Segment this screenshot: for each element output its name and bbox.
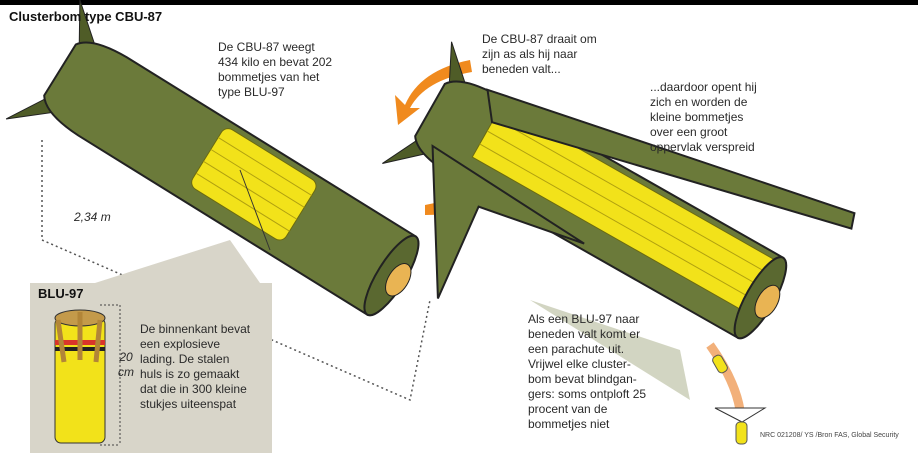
open-shell-lower	[431, 144, 585, 299]
text-line: een parachute uit.	[528, 342, 625, 356]
text-line: over een groot	[650, 125, 728, 139]
text-line: ...daardoor opent hij	[650, 80, 757, 94]
text-line: zijn as als hij naar	[482, 47, 578, 61]
source-credit: NRC 021208/ YS /Bron FAS, Global Securit…	[760, 432, 899, 439]
text-line: lading. De stalen	[140, 352, 230, 366]
text-line: bom bevat blindgan-	[528, 372, 637, 386]
text-line: procent van de	[528, 402, 608, 416]
text-line: oppervlak verspreid	[650, 140, 755, 154]
height-label: 20 cm	[118, 350, 134, 380]
text-line: type BLU-97	[218, 85, 285, 99]
length-label: 2,34 m	[74, 210, 111, 224]
height-value: 20	[119, 350, 133, 364]
text-line: Als een BLU-97 naar	[528, 312, 640, 326]
blu97-small	[735, 421, 748, 445]
text-line: dat die in 300 kleine	[140, 382, 247, 396]
text-line: huls is zo gemaakt	[140, 367, 240, 381]
open-annotation: ...daardoor opent hij zich en worden de …	[650, 80, 757, 155]
text-line: Vrijwel elke cluster-	[528, 357, 631, 371]
text-line: bommetjes van het	[218, 70, 320, 84]
height-unit: cm	[118, 365, 134, 379]
text-line: stukjes uiteenspat	[140, 397, 237, 411]
text-line: De binnenkant bevat	[140, 322, 251, 336]
text-line: zich en worden de	[650, 95, 748, 109]
text-line: bommetjes niet	[528, 417, 610, 431]
left-annotation: De CBU-87 weegt 434 kilo en bevat 202 bo…	[218, 40, 332, 100]
blu97-description: De binnenkant bevat een explosieve ladin…	[140, 322, 250, 412]
top-bar	[0, 0, 918, 5]
text-line: beneden valt komt er	[528, 327, 641, 341]
cbu87-closed	[5, 0, 420, 317]
rotate-annotation: De CBU-87 draait om zijn as als hij naar…	[482, 32, 597, 77]
parachute-icon	[714, 407, 767, 423]
page-title: Clusterbom type CBU-87	[9, 9, 163, 24]
text-line: een explosieve	[140, 337, 221, 351]
text-line: 434 kilo en bevat 202	[218, 55, 333, 69]
height-dimension-line	[100, 304, 121, 446]
text-line: beneden valt...	[482, 62, 561, 76]
blu97-title: BLU-97	[38, 286, 84, 301]
text-line: De CBU-87 draait om	[482, 32, 597, 46]
cbu87-open	[382, 41, 856, 340]
open-shell-upper	[486, 88, 856, 230]
text-line: kleine bommetjes	[650, 110, 744, 124]
parachute-annotation: Als een BLU-97 naar beneden valt komt er…	[528, 312, 646, 432]
nozzle	[385, 263, 412, 297]
text-line: De CBU-87 weegt	[218, 40, 315, 54]
fall-trail	[706, 342, 745, 411]
text-line: gers: soms ontploft 25	[528, 387, 647, 401]
